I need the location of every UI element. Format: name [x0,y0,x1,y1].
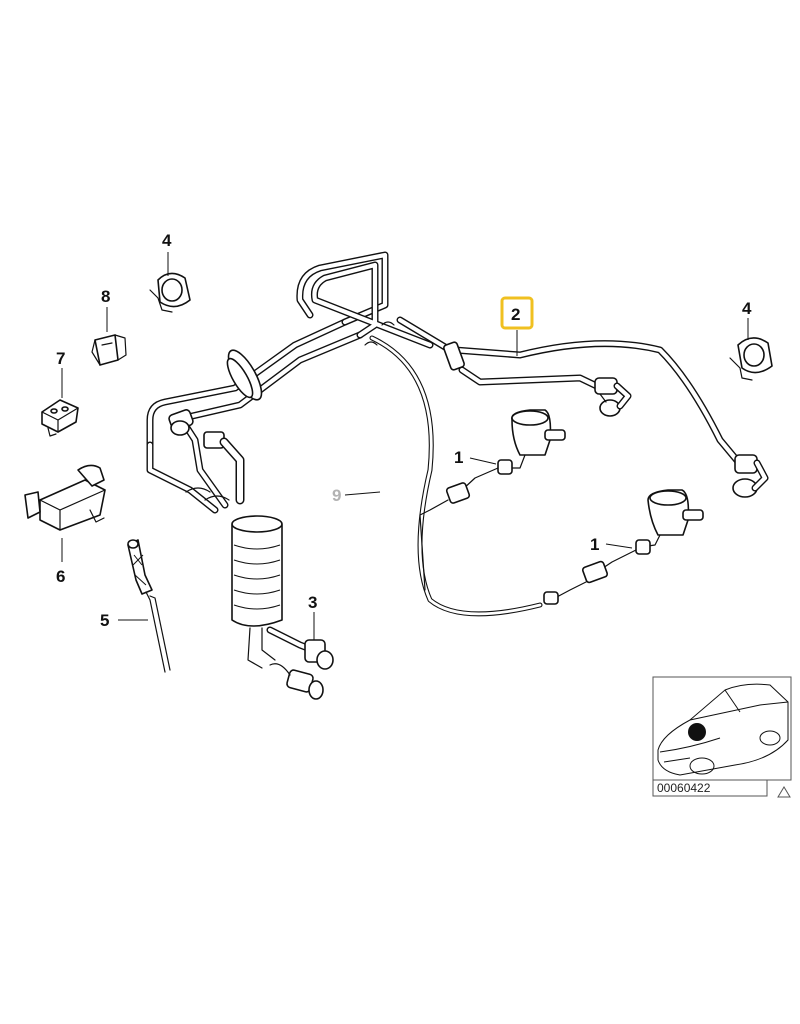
hose-clamp-left [149,272,191,313]
callout-1-upper[interactable]: 1 [454,448,463,467]
car-location-thumbnail [652,676,792,781]
leader-lines [61,252,749,640]
bracket-6 [24,464,106,531]
hose-elbow-connector [594,377,632,417]
callout-3[interactable]: 3 [308,593,317,612]
callout-highlight [500,296,534,330]
washer-nozzle-upper [419,409,566,591]
callout-6[interactable]: 6 [56,567,65,586]
washer-nozzle-lower [543,489,704,605]
hose-clamp-right [729,337,773,381]
callout-9[interactable]: 9 [332,486,341,505]
warning-triangle-icon [777,786,791,798]
level-sensor-5 [127,539,171,673]
callout-4-right[interactable]: 4 [742,299,752,318]
reference-number: 00060422 [657,781,711,795]
callout-2[interactable]: 2 [511,305,520,324]
hose-assembly [146,251,769,700]
washer-pump [231,515,283,669]
nut-7 [41,399,79,437]
callout-4-left[interactable]: 4 [162,231,172,250]
location-marker [688,723,706,741]
reference-number-box [652,779,768,797]
callout-8[interactable]: 8 [101,287,110,306]
hose-elbow-connector-right [732,454,769,498]
clip-8 [91,334,127,366]
callout-1-lower[interactable]: 1 [590,535,599,554]
hose-coupling-3 [304,639,334,670]
sensor-plug [269,663,324,700]
callout-7[interactable]: 7 [56,349,65,368]
callout-5[interactable]: 5 [100,611,109,630]
grommet [226,349,263,401]
